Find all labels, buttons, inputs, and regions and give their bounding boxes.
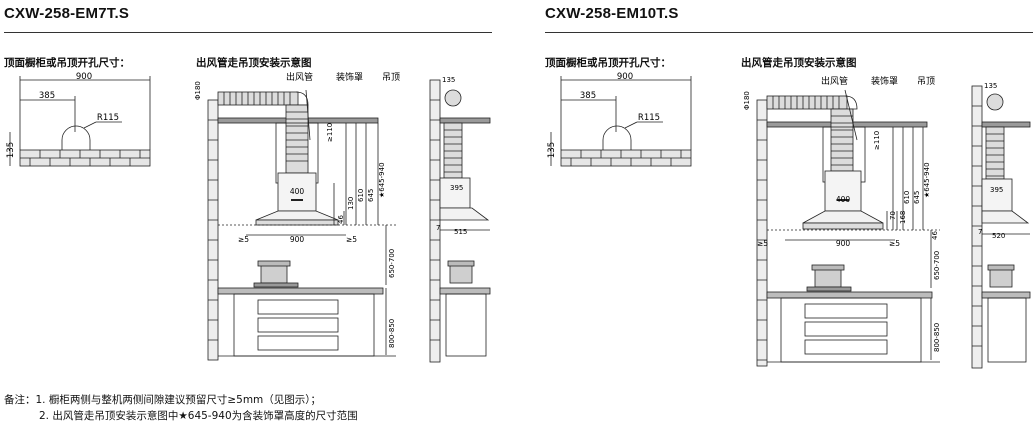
- left-dim-130: 130: [347, 197, 355, 210]
- left-dim-800: 800-850: [388, 319, 396, 348]
- right-dim-650: 650-700: [933, 251, 941, 280]
- right-dim-110: ≥110: [873, 131, 881, 150]
- left-side-135: 135: [442, 76, 455, 84]
- left-side-515: 515: [454, 228, 467, 236]
- left-label-duct: 出风管: [286, 71, 313, 83]
- right-dim-168: 168: [899, 211, 907, 224]
- right-install-title: 出风管走吊顶安装示意图: [741, 57, 857, 69]
- right-dim-5r: ≥5: [889, 239, 900, 248]
- left-side-395: 395: [450, 184, 463, 192]
- right-side-7: 7: [978, 228, 982, 236]
- right-dim-900: 900: [836, 239, 851, 248]
- left-dim-5l: ≥5: [238, 235, 249, 244]
- left-cutout-diagram: 900 385 R115 135: [6, 72, 151, 167]
- left-dim-900: 900: [290, 235, 305, 244]
- left-dim-610: 610: [357, 189, 365, 202]
- left-dim-star: ★645-940: [378, 162, 386, 198]
- left-cutout-title: 顶面橱柜或吊顶开孔尺寸：: [4, 57, 130, 69]
- notes: 备注：1. 橱柜两侧与整机两侧间隙建议预留尺寸≥5mm（见图示）； 2. 出风管…: [4, 392, 644, 424]
- right-label-cover: 装饰罩: [871, 75, 898, 87]
- right-title-rule: [545, 32, 1033, 33]
- right-side-395: 395: [990, 186, 1003, 194]
- right-label-ceiling: 吊顶: [917, 76, 935, 87]
- right-cutout-title: 顶面橱柜或吊顶开孔尺寸：: [545, 57, 671, 69]
- right-side-135: 135: [984, 82, 997, 90]
- left-cutout-900: 900: [76, 72, 92, 82]
- left-dim-645: 645: [367, 189, 375, 202]
- left-dim-650: 650-700: [388, 249, 396, 278]
- note-2-text: 2. 出风管走吊顶安装示意图中★645-940为含装饰罩高度的尺寸范围: [39, 410, 358, 422]
- right-dim-70: 70: [889, 211, 897, 220]
- right-dim-610: 610: [903, 191, 911, 204]
- left-install-front-diagram: 出风管 装饰罩 吊顶 Φ180 ≥110 ★645-940 645 610 13…: [194, 71, 400, 361]
- left-label-ceiling: 吊顶: [382, 72, 400, 83]
- right-side-520: 520: [992, 232, 1005, 240]
- right-cutout-diagram: 900 385 R115 135: [547, 72, 692, 167]
- right-cutout-900: 900: [617, 72, 633, 82]
- left-dim-5r: ≥5: [346, 235, 357, 244]
- left-install-title: 出风管走吊顶安装示意图: [196, 57, 312, 69]
- right-install-side-diagram: 135 395 7 520: [971, 82, 1031, 369]
- left-title-rule: [4, 32, 492, 33]
- note-line-2: 2. 出风管走吊顶安装示意图中★645-940为含装饰罩高度的尺寸范围: [4, 408, 644, 424]
- left-cutout-r115: R115: [97, 113, 119, 123]
- right-dim-800: 800-850: [933, 323, 941, 352]
- right-cutout-r115: R115: [638, 113, 660, 123]
- left-dim-phi: Φ180: [194, 81, 202, 100]
- right-dim-phi: Φ180: [743, 91, 751, 110]
- note-line-1: 备注：1. 橱柜两侧与整机两侧间隙建议预留尺寸≥5mm（见图示）；: [4, 392, 644, 408]
- right-dim-star: ★645-940: [923, 162, 931, 198]
- left-dim-110: ≥110: [326, 123, 334, 142]
- right-install-front-diagram: 出风管 装饰罩 吊顶 Φ180 ≥110 ★645-940 645 610 70…: [743, 75, 941, 367]
- right-dim-46: 46: [931, 231, 939, 240]
- right-cutout-385: 385: [580, 91, 596, 101]
- right-dim-400: 400: [836, 195, 851, 204]
- right-label-duct: 出风管: [821, 75, 848, 87]
- note-prefix: 备注：: [4, 394, 36, 406]
- right-model-title: CXW-258-EM10T.S: [545, 5, 679, 22]
- right-cutout-135: 135: [547, 142, 557, 158]
- left-cutout-385: 385: [39, 91, 55, 101]
- left-model-title: CXW-258-EM7T.S: [4, 5, 130, 22]
- left-label-cover: 装饰罩: [336, 71, 363, 83]
- right-dim-645: 645: [913, 191, 921, 204]
- left-cutout-135: 135: [6, 142, 16, 158]
- left-dim-46: 46: [337, 215, 345, 224]
- right-dim-5l: ≥5: [757, 239, 768, 248]
- left-install-side-diagram: 135 395 7 515: [429, 76, 491, 363]
- left-dim-400: 400: [290, 187, 305, 196]
- left-side-7: 7: [436, 224, 440, 232]
- note-1-text: 1. 橱柜两侧与整机两侧间隙建议预留尺寸≥5mm（见图示）；: [35, 394, 322, 406]
